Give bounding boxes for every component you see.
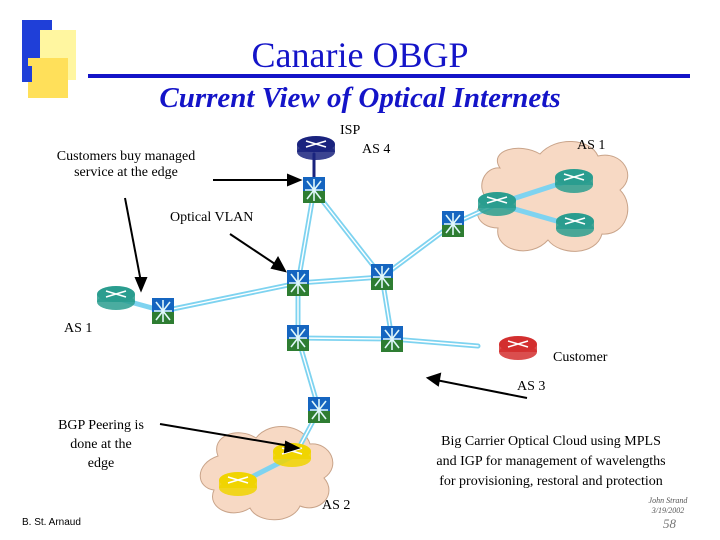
as1-router-icon	[554, 168, 594, 194]
as1-left-router-icon	[96, 285, 136, 311]
as1-left-label: AS 1	[64, 321, 93, 336]
optical-switch-icon	[286, 324, 310, 352]
customer-label: Customer	[553, 350, 608, 365]
carrier-annotation-line1: Big Carrier Optical Cloud using MPLS	[441, 434, 661, 449]
page-title: Canarie OBGP	[251, 35, 469, 75]
as4-label: AS 4	[362, 142, 391, 157]
optical-switch-icon	[151, 297, 175, 325]
slide-credit-line1: John Strand	[648, 496, 688, 505]
page-number: 58	[663, 516, 676, 531]
customers-annotation-line2: service at the edge	[74, 165, 178, 180]
optical-switch-icon	[302, 176, 326, 204]
as1-right-label: AS 1	[577, 138, 606, 153]
optical-vlan-label: Optical VLAN	[170, 210, 254, 225]
carrier-annotation-line3: for provisioning, restoral and protectio…	[439, 474, 663, 489]
optical-switch-icon	[286, 269, 310, 297]
customers-annotation: Customers buy managed service at the edg…	[26, 149, 226, 181]
bgp-annotation-line3: edge	[87, 456, 115, 471]
optical-switch-icon	[380, 325, 404, 353]
bgp-annotation-line1: BGP Peering is	[58, 418, 144, 433]
title-underline	[88, 74, 690, 78]
annotation-arrows	[124, 173, 528, 454]
bgp-annotation-line2: done at the	[70, 437, 132, 452]
optical-switch-icon	[307, 396, 331, 424]
author-credit: B. St. Arnaud	[22, 517, 81, 528]
slide-credit-line2: 3/19/2002	[651, 506, 685, 515]
optical-switch-icon	[370, 263, 394, 291]
bgp-annotation: BGP Peering is done at the edge	[36, 416, 166, 473]
as1-edge-router-icon	[477, 191, 517, 217]
optical-switch-icon	[441, 210, 465, 238]
isp-router-icon	[296, 135, 336, 161]
as2-label: AS 2	[322, 498, 351, 513]
as3-label: AS 3	[517, 379, 546, 394]
carrier-annotation-line2: and IGP for management of wavelengths	[436, 454, 666, 469]
carrier-annotation: Big Carrier Optical Cloud using MPLS and…	[404, 432, 698, 492]
deco-square-yellow-lower	[28, 58, 68, 98]
as2-cloud	[199, 426, 334, 521]
page-subtitle: Current View of Optical Internets	[159, 82, 561, 114]
as2-router-icon	[218, 471, 258, 497]
customer-router-icon	[498, 335, 538, 361]
as1-router-icon	[555, 212, 595, 238]
isp-label: ISP	[340, 123, 361, 138]
slide-credit: John Strand 3/19/2002	[640, 496, 696, 516]
customers-annotation-line1: Customers buy managed	[56, 149, 196, 164]
deco-square-blue-small	[22, 66, 32, 82]
